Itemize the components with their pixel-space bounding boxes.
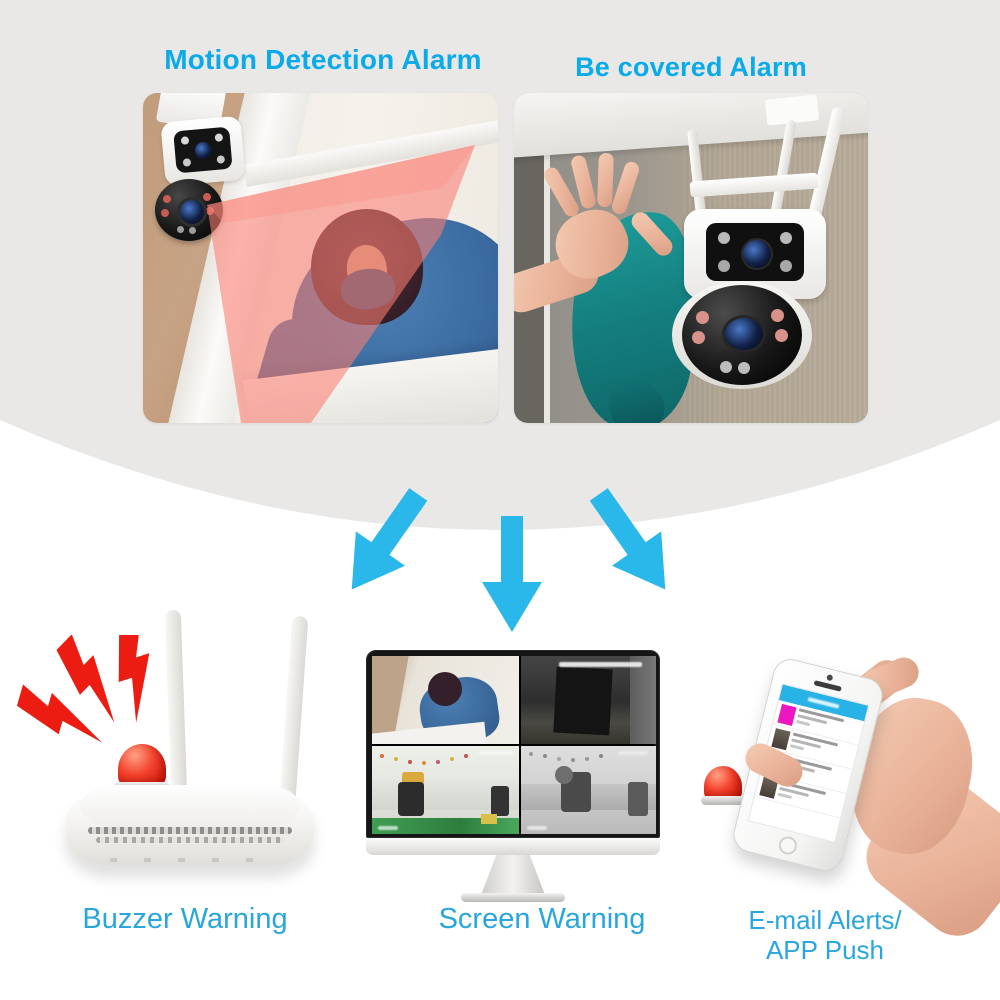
app-push-line: APP Push: [765, 935, 885, 965]
router-top-cover: [80, 785, 300, 827]
down-right-arrow-icon: [565, 470, 699, 614]
router-vents: [88, 827, 292, 834]
email-app-push-label: E-mail Alerts/ APP Push: [700, 905, 950, 965]
notification-thumbnail: [771, 728, 791, 751]
be-covered-photo: [514, 93, 868, 423]
screen-warning-label: Screen Warning: [438, 903, 646, 935]
camera2-ptz-lens-icon: [722, 315, 766, 353]
buzzer-beacon-icon: [114, 744, 170, 791]
phone-earpiece: [813, 680, 842, 692]
hand-finger: [597, 152, 614, 208]
cctv-view-office-color: [372, 746, 519, 834]
phone-home-button[interactable]: [777, 834, 799, 857]
cctv-view-nightroom: [520, 656, 656, 744]
buzzer-warning-label: Buzzer Warning: [82, 903, 288, 935]
monitor-screen: [366, 650, 660, 838]
phone-camera-dot: [826, 674, 834, 682]
email-alerts-line: E-mail Alerts/: [748, 905, 902, 935]
notification-thumbnail: [777, 703, 797, 726]
app-alert-beacon-icon: [701, 766, 745, 805]
camera2-ptz-ball: [682, 285, 802, 385]
cctv-quad-grid: [372, 656, 656, 834]
down-left-arrow-icon: [318, 470, 452, 614]
hand-finger: [610, 160, 641, 216]
router-feet: [110, 858, 270, 862]
motion-detection-title: Motion Detection Alarm: [164, 44, 482, 75]
monitor-base: [461, 893, 565, 902]
down-arrow-icon: [472, 514, 552, 634]
camera2-top-lens-icon: [741, 238, 773, 270]
cctv-view-office-bw: [520, 746, 656, 834]
be-covered-title: Be covered Alarm: [575, 52, 807, 82]
monitor-chin: [366, 838, 660, 855]
cctv-view-burglar: [372, 656, 519, 744]
motion-beam-icon: [207, 145, 475, 423]
lightning-bolts-icon: [16, 635, 150, 743]
camera1-ptz-lens-icon: [177, 197, 207, 227]
camera2-front-panel: [706, 223, 804, 281]
monitor-stand: [481, 855, 545, 895]
router-vents-row2: [96, 837, 284, 843]
motion-detection-photo: [143, 93, 498, 423]
